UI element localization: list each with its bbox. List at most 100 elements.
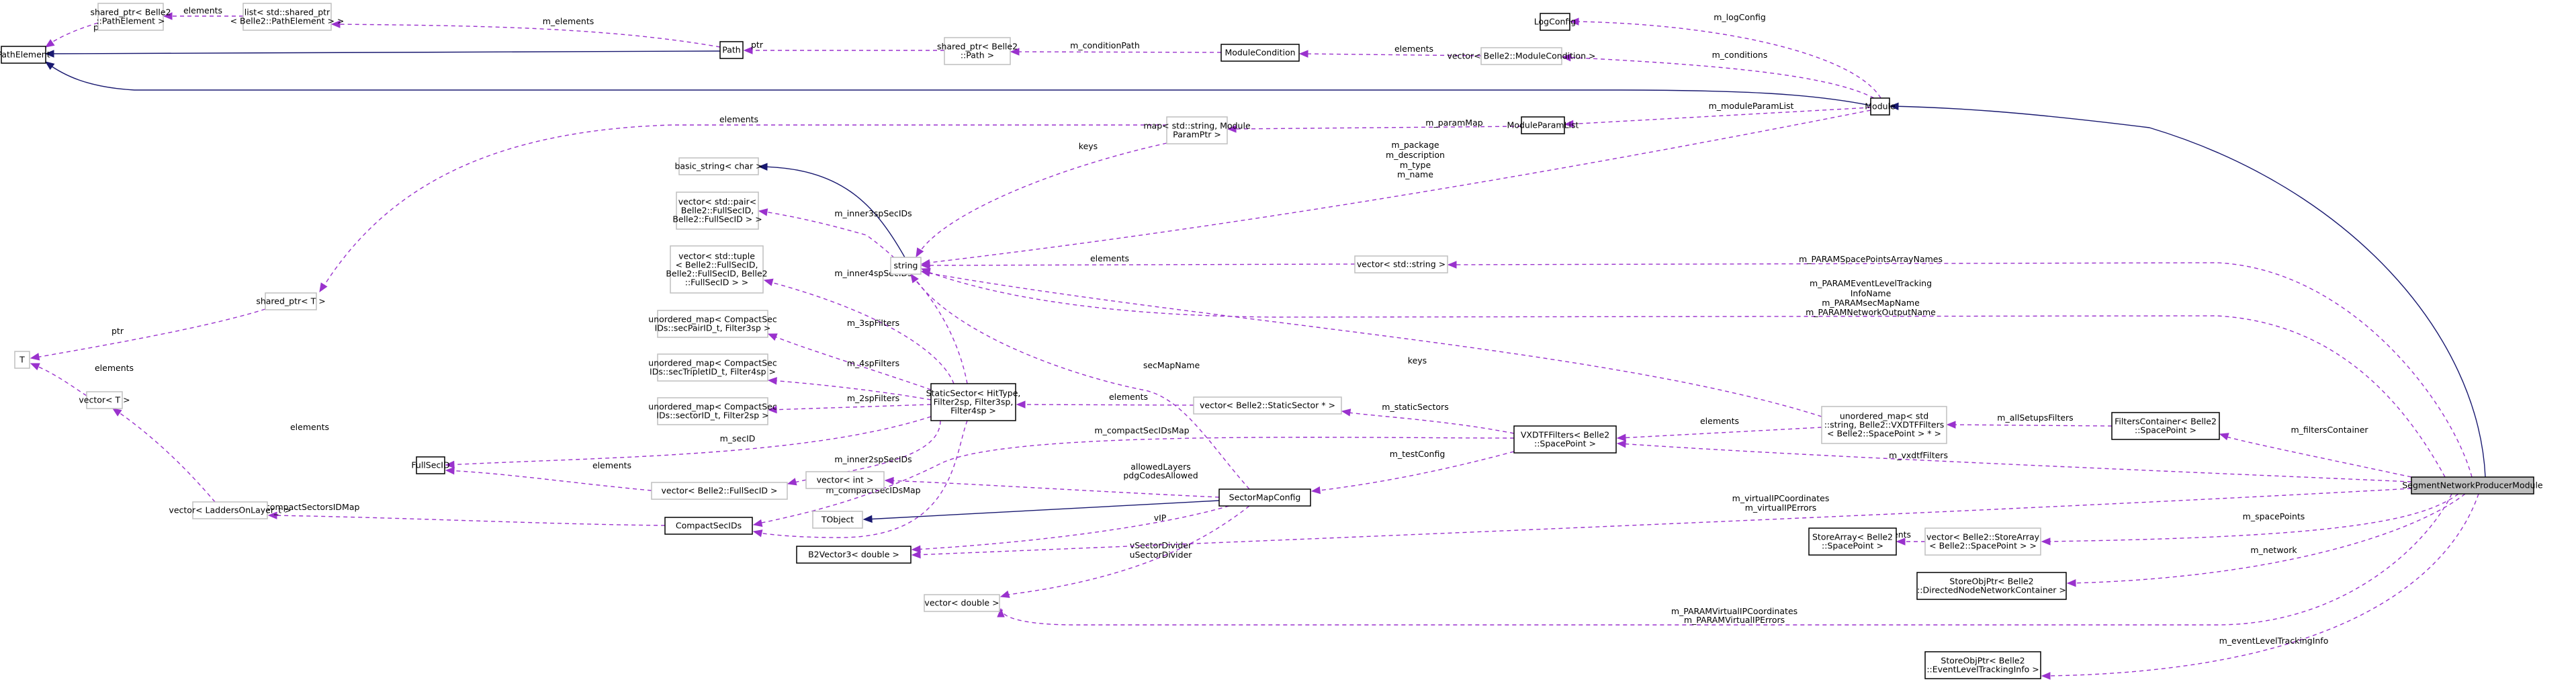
node-label: ::SpacePoint > [1822,541,1883,551]
member-edge-path-to-list-sp-path-element: m_elements [330,16,721,48]
class-node-full-sec-id[interactable]: FullSecID [411,456,450,474]
class-node-umap-sec-triplet[interactable]: unordered_map< CompactSecIDs::secTriplet… [648,353,777,382]
node-label: IDs::secTripletID_t, Filter4sp > [650,367,776,377]
arrowhead-icon [30,363,40,371]
node-box [924,594,1000,612]
class-node-vector-int[interactable]: vector< int > [805,471,885,489]
class-node-sp-path[interactable]: shared_ptr< Belle2::Path > [937,37,1018,65]
class-node-vec-ladders-on-layer[interactable]: vector< LaddersOnLayer_t > [169,501,292,519]
class-node-vec-module-condition[interactable]: vector< Belle2::ModuleCondition > [1448,47,1596,65]
class-node-vec-tuple-full-sec-id[interactable]: vector< std::tuple< Belle2::FullSecID,Be… [666,245,768,294]
arrowhead-icon [758,163,768,171]
edge-line [1571,21,1881,99]
class-node-log-config[interactable]: LogConfig [1534,13,1576,31]
class-node-sector-map-config[interactable]: SectorMapConfig [1218,488,1311,507]
class-node-list-sp-path-element[interactable]: list< std::shared_ptr< Belle2::PathEleme… [230,3,345,31]
class-node-basic-string[interactable]: basic_string< char > [674,157,763,175]
node-label: ModuleParamList [1507,120,1579,130]
class-node-sp-path-element[interactable]: shared_ptr< Belle2::PathElement > [90,3,171,31]
node-label: IDs::secPairID_t, Filter3sp > [655,323,771,333]
arrowhead-icon [1311,486,1321,495]
node-box [657,397,768,425]
edge-label: m_inner2spSecIDs [834,454,912,464]
class-node-vec-static-sector[interactable]: vector< Belle2::StaticSector * > [1193,396,1342,415]
edge-line [2221,435,2412,478]
edge-line [922,271,1822,417]
node-label: unordered_map< CompactSec [648,358,777,368]
node-box [1924,527,2041,556]
class-node-vector-t[interactable]: vector< T > [79,391,130,409]
node-label: vector< T > [79,395,130,405]
member-edge-map-module-param-ptr-to-string: keys [916,141,1167,258]
arrowhead-icon [910,273,919,284]
class-node-path-element[interactable]: PathElement [0,46,50,64]
edge-label: elements [95,363,134,373]
edge-line [32,364,87,396]
node-box [944,37,1011,65]
class-node-b2-vector3[interactable]: B2Vector3< double > [796,546,912,564]
edge-line [1018,404,1194,406]
edge-line [913,505,1230,550]
class-node-vec-pair-full-sec-id[interactable]: vector< std::pair<Belle2::FullSecID,Bell… [672,191,762,230]
member-edge-sp-path-to-path: ptr [743,40,944,54]
class-node-store-array-space-point[interactable]: StoreArray< Belle2::SpacePoint > [1808,527,1897,556]
member-edge-list-sp-path-element-to-sp-path-element: elements [163,5,243,20]
arrowhead-icon [1227,125,1237,133]
edges-layer: ptrelementsm_elementsptrm_conditionPathe… [30,5,2486,680]
class-node-module[interactable]: Module [1865,97,1896,116]
edge-label: m_spacePoints [2243,511,2305,521]
edge-line [1566,107,1871,125]
class-node-module-param-list[interactable]: ModuleParamList [1507,116,1579,134]
class-node-t[interactable]: T [14,351,30,369]
edge-line [760,210,968,384]
node-box [805,471,885,489]
class-node-tobject[interactable]: TObject [812,511,863,529]
arrowhead-icon [911,545,921,554]
class-node-vec-string[interactable]: vector< std::string > [1354,255,1448,273]
edge-label: elements [1109,392,1148,402]
class-node-string[interactable]: string [890,257,922,275]
class-node-filters-container[interactable]: FiltersContainer< Belle2::SpacePoint > [2111,412,2220,440]
node-label: ::Path > [961,50,994,60]
class-node-path[interactable]: Path [719,41,744,59]
edge-line [765,280,954,384]
edge-line [114,409,216,503]
node-box [265,292,317,310]
member-edge-shared-ptr-t-to-t: ptr [30,308,266,361]
edge-line [769,404,932,411]
class-node-store-obj-ptr-dnn[interactable]: StoreObjPtr< Belle2::DirectedNodeNetwork… [1916,572,2067,600]
edge-label: allowedLayers [1130,462,1190,472]
class-node-shared-ptr-t[interactable]: shared_ptr< T > [256,292,326,310]
edge-label: m_testConfig [1390,449,1446,459]
class-node-umap-vxdtffilters[interactable]: unordered_map< std::string, Belle2::VXDT… [1821,406,1947,444]
arrowhead-icon [1447,261,1457,269]
arrowhead-icon [1298,50,1308,58]
class-node-segment-network-producer-module[interactable]: SegmentNetworkProducerModule [2402,476,2543,495]
node-box [2111,412,2220,440]
class-node-vector-double[interactable]: vector< double > [924,594,1000,612]
edge-label: elements [1700,416,1739,426]
class-node-umap-sector[interactable]: unordered_map< CompactSecIDs::sectorID_t… [648,397,777,425]
node-box [242,3,332,31]
node-box [930,383,1016,421]
edge-line [1449,262,2473,478]
edge-line [2043,493,2479,677]
class-node-module-condition[interactable]: ModuleCondition [1220,44,1300,62]
arrowhead-icon [30,353,40,361]
node-label: FiltersContainer< Belle2 [2115,417,2217,427]
edge-label: m_allSetupsFilters [1997,413,2073,423]
member-edge-vector-t-to-t: elements [30,363,134,396]
node-label: StaticSector< HitType, [926,388,1021,398]
arrowhead-icon [44,50,54,58]
class-node-compact-sec-ids[interactable]: CompactSecIDs [664,517,753,535]
class-node-vxdtffilters[interactable]: VXDTFFilters< Belle2::SpacePoint > [1513,425,1617,454]
class-node-store-obj-ptr-elti[interactable]: StoreObjPtr< Belle2::EventLevelTrackingI… [1924,651,2041,679]
class-node-static-sector[interactable]: StaticSector< HitType,Filter2sp, Filter3… [926,383,1021,421]
class-node-vec-full-sec-id[interactable]: vector< Belle2::FullSecID > [651,482,788,500]
class-node-vec-store-array[interactable]: vector< Belle2::StoreArray< Belle2::Spac… [1924,527,2041,556]
member-edge-umap-vxdtffilters-to-vxdtffilters: elements [1616,416,1822,442]
class-node-umap-sec-pair[interactable]: unordered_map< CompactSecIDs::secPairID_… [648,310,777,338]
